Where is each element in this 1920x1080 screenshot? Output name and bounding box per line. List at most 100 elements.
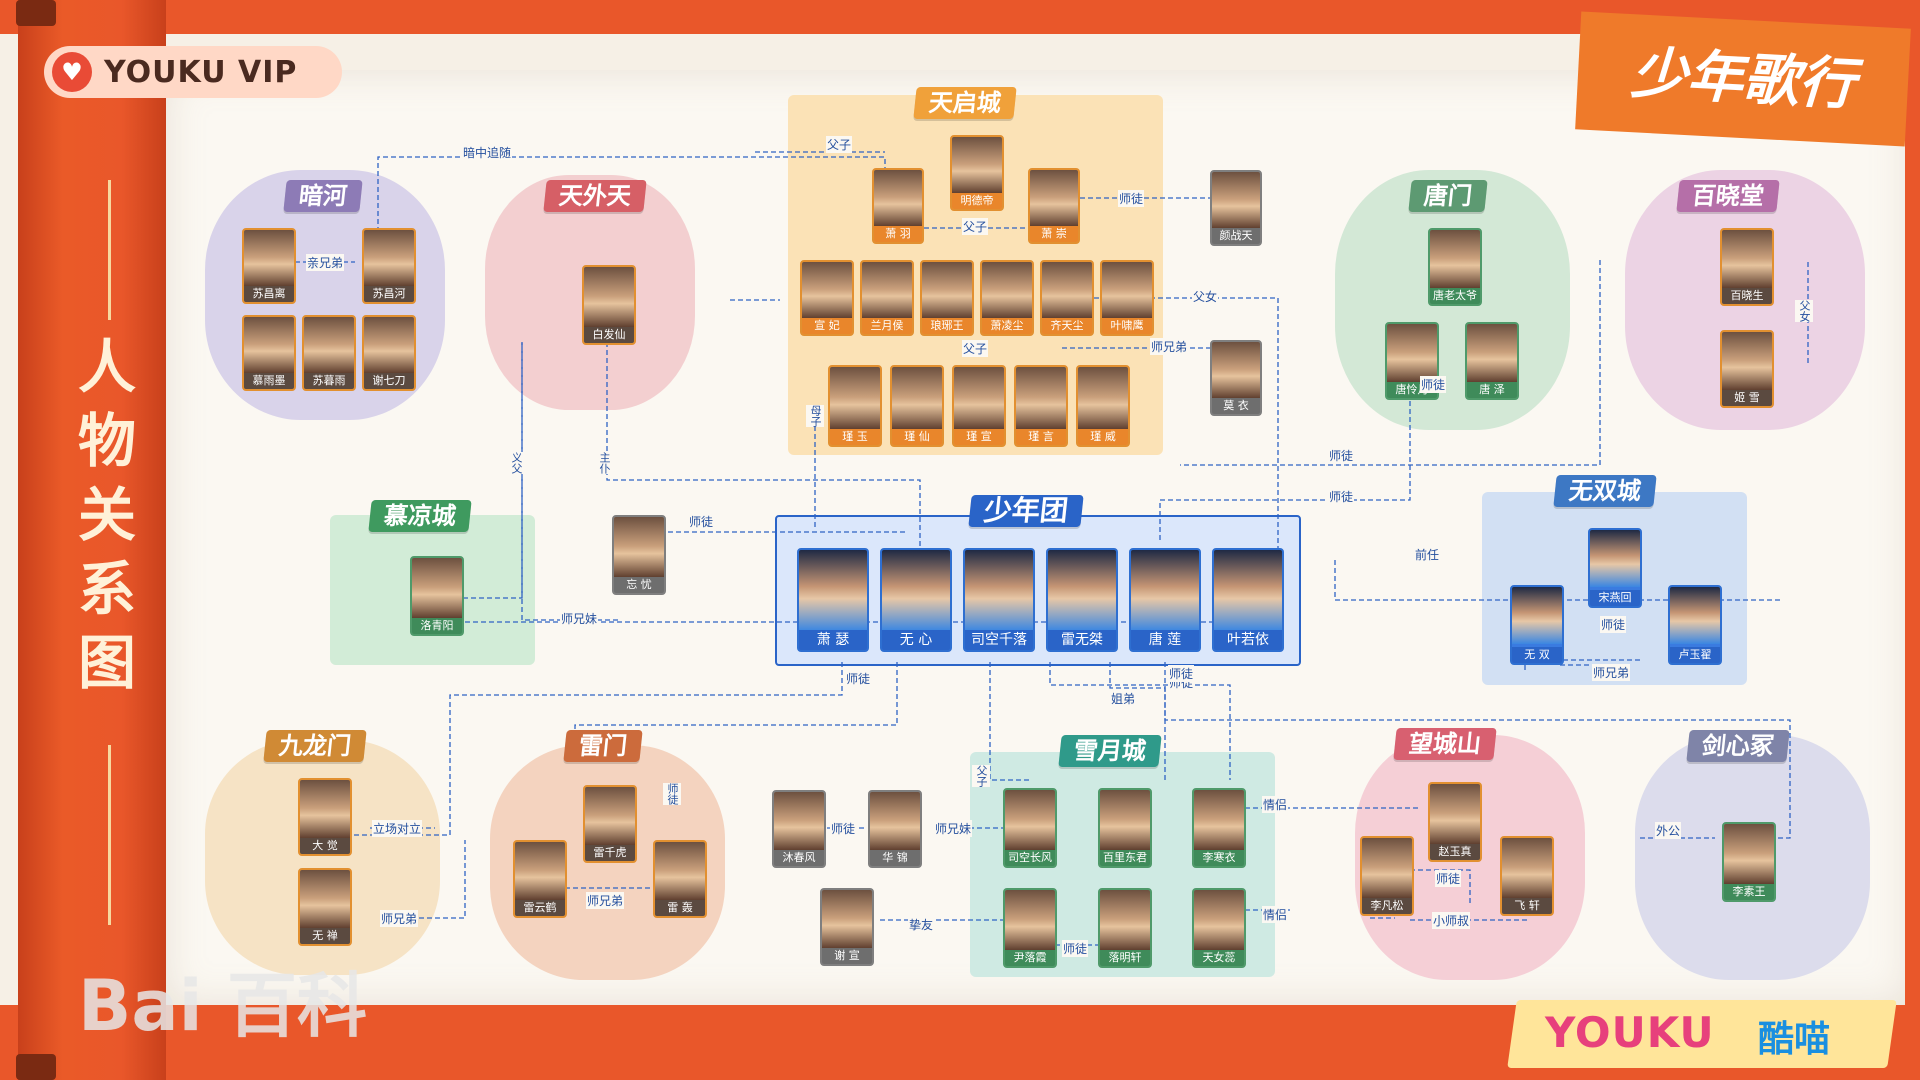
character-name: 叶若依: [1214, 630, 1282, 650]
character-card[interactable]: 琅琊王: [920, 260, 974, 336]
character-card[interactable]: 无 心: [880, 548, 952, 652]
portrait: [1102, 262, 1152, 319]
character-card[interactable]: 瑾 威: [1076, 365, 1130, 447]
character-card[interactable]: 谢 宣: [820, 888, 874, 966]
character-name: 雷千虎: [585, 845, 635, 861]
portrait: [1131, 550, 1199, 631]
portrait: [922, 262, 972, 319]
character-card[interactable]: 瑾 言: [1014, 365, 1068, 447]
relation-label: 师徒: [830, 820, 857, 837]
character-card[interactable]: 雷无桀: [1046, 548, 1118, 652]
character-card[interactable]: 李凡松: [1360, 836, 1414, 916]
character-card[interactable]: 唐老太爷: [1428, 228, 1482, 306]
character-card[interactable]: 齐天尘: [1040, 260, 1094, 336]
portrait: [870, 792, 920, 851]
character-card[interactable]: 大 觉: [298, 778, 352, 856]
relation-label: 父子: [826, 136, 853, 153]
character-name: 宋燕回: [1590, 590, 1640, 606]
character-card[interactable]: 李素王: [1722, 822, 1776, 902]
character-card[interactable]: 宋燕回: [1588, 528, 1642, 608]
character-name: 宣 妃: [802, 318, 852, 334]
character-card[interactable]: 无 双: [1510, 585, 1564, 665]
character-card[interactable]: 叶啸鹰: [1100, 260, 1154, 336]
portrait: [862, 262, 912, 319]
relation-label: 师兄弟: [1150, 338, 1189, 355]
character-card[interactable]: 慕雨墨: [242, 315, 296, 391]
character-name: 瑾 威: [1078, 429, 1128, 445]
character-name: 司空长风: [1005, 850, 1055, 866]
character-card[interactable]: 明德帝: [950, 135, 1004, 211]
character-card[interactable]: 百里东君: [1098, 788, 1152, 868]
youku-logo: YOUKU: [1545, 1008, 1715, 1057]
portrait: [952, 137, 1002, 194]
character-card[interactable]: 叶若依: [1212, 548, 1284, 652]
character-card[interactable]: 百晓生: [1720, 228, 1774, 306]
character-card[interactable]: 瑾 仙: [890, 365, 944, 447]
character-card[interactable]: 落明轩: [1098, 888, 1152, 968]
character-card[interactable]: 莫 衣: [1210, 340, 1262, 416]
portrait: [412, 558, 462, 619]
portrait: [364, 230, 414, 287]
portrait: [244, 230, 294, 287]
character-card[interactable]: 瑾 宣: [952, 365, 1006, 447]
relation-label: 小师叔: [1432, 912, 1471, 929]
portrait: [1430, 784, 1480, 845]
relation-label: 亲兄弟: [306, 254, 345, 271]
character-card[interactable]: 唐 莲: [1129, 548, 1201, 652]
character-card[interactable]: 瑾 玉: [828, 365, 882, 447]
character-card[interactable]: 萧 瑟: [797, 548, 869, 652]
character-card[interactable]: 赵玉真: [1428, 782, 1482, 862]
character-name: 琅琊王: [922, 318, 972, 334]
portrait: [300, 870, 350, 929]
character-name: 唐老太爷: [1430, 288, 1480, 304]
character-card[interactable]: 雷 轰: [653, 840, 707, 918]
character-card[interactable]: 沐春风: [772, 790, 826, 868]
character-card[interactable]: 萧凌尘: [980, 260, 1034, 336]
character-card[interactable]: 唐 泽: [1465, 322, 1519, 400]
character-card[interactable]: 谢七刀: [362, 315, 416, 391]
character-card[interactable]: 萧 羽: [872, 168, 924, 244]
character-name: 李寒衣: [1194, 850, 1244, 866]
character-card[interactable]: 华 锦: [868, 790, 922, 868]
portrait: [1214, 550, 1282, 631]
character-card[interactable]: 萧 崇: [1028, 168, 1080, 244]
relation-label: 父子: [972, 765, 990, 787]
region-tag-muliang: 慕凉城: [368, 500, 472, 532]
character-card[interactable]: 无 禅: [298, 868, 352, 946]
character-card[interactable]: 雷千虎: [583, 785, 637, 863]
character-card[interactable]: 天女蕊: [1192, 888, 1246, 968]
character-card[interactable]: 宣 妃: [800, 260, 854, 336]
portrait: [1512, 587, 1562, 644]
character-name: 萧 崇: [1030, 226, 1078, 242]
character-card[interactable]: 颜战天: [1210, 170, 1262, 246]
character-card[interactable]: 忘 忧: [612, 515, 666, 595]
character-card[interactable]: 兰月侯: [860, 260, 914, 336]
character-card[interactable]: 苏昌河: [362, 228, 416, 304]
character-card[interactable]: 洛青阳: [410, 556, 464, 636]
vip-label: YOUKU VIP: [104, 54, 298, 90]
character-card[interactable]: 姬 雪: [1720, 330, 1774, 408]
character-card[interactable]: 司空长风: [1003, 788, 1057, 868]
character-card[interactable]: 苏暮雨: [302, 315, 356, 391]
portrait: [1100, 890, 1150, 951]
relation-label: 母子: [806, 405, 824, 427]
scroll-ornament-bottom: [108, 745, 111, 925]
character-card[interactable]: 苏昌离: [242, 228, 296, 304]
region-tag-tianwaitian: 天外天: [543, 180, 647, 212]
character-card[interactable]: 司空千落: [963, 548, 1035, 652]
region-tag-xueyue: 雪月城: [1058, 735, 1162, 767]
character-card[interactable]: 李寒衣: [1192, 788, 1246, 868]
relation-label: 父子: [962, 340, 989, 357]
character-card[interactable]: 卢玉翟: [1668, 585, 1722, 665]
region-tag-jiulongmen: 九龙门: [263, 730, 367, 762]
youku-vip-badge[interactable]: ♥ YOUKU VIP: [44, 46, 342, 98]
relation-label: 师徒: [1435, 870, 1462, 887]
relation-label: 师徒: [845, 670, 872, 687]
character-name: 洛青阳: [412, 618, 462, 634]
character-card[interactable]: 飞 轩: [1500, 836, 1554, 916]
diagram-title: 人物关系图: [77, 333, 136, 697]
relation-label: 师兄妹: [560, 610, 599, 627]
character-card[interactable]: 尹落霞: [1003, 888, 1057, 968]
character-card[interactable]: 雷云鹤: [513, 840, 567, 918]
character-card[interactable]: 白发仙: [582, 265, 636, 345]
